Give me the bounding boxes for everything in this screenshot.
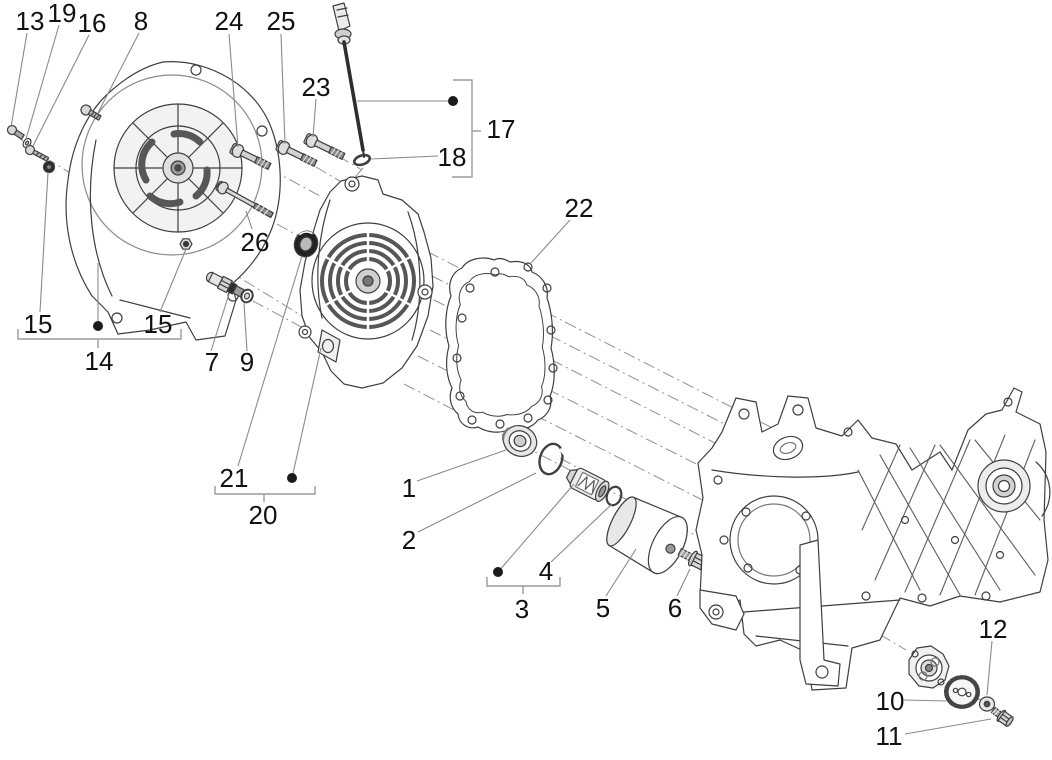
part-label-14: 14 bbox=[84, 346, 114, 376]
pump-sprocket-drawing bbox=[944, 675, 980, 709]
magneto-cover-drawing bbox=[298, 175, 434, 389]
dot-20 bbox=[287, 473, 297, 483]
oil-filter-5-drawing bbox=[606, 496, 688, 575]
gasket-holes bbox=[452, 262, 558, 429]
bracket-14 bbox=[17, 329, 182, 340]
gasket-22-drawing bbox=[445, 257, 558, 433]
dot-14 bbox=[93, 321, 103, 331]
part-label-25: 25 bbox=[266, 6, 296, 36]
screw-13-drawing bbox=[6, 124, 25, 140]
part-label-26: 26 bbox=[240, 227, 270, 257]
bracket-20 bbox=[214, 486, 316, 495]
fan-blades bbox=[138, 130, 211, 208]
part-label-21: 21 bbox=[219, 463, 249, 493]
fan-cover-drawing bbox=[65, 61, 281, 341]
part-label-10: 10 bbox=[875, 686, 905, 716]
washer-9-drawing bbox=[240, 288, 254, 304]
part-label-23: 23 bbox=[301, 72, 331, 102]
circlip-2-drawing bbox=[538, 442, 566, 476]
part-label-24: 24 bbox=[214, 6, 244, 36]
grommet-15-left-drawing bbox=[42, 160, 56, 174]
washer-12-drawing bbox=[978, 696, 996, 712]
dipstick-drawing bbox=[332, 2, 365, 158]
part-label-15-right: 15 bbox=[143, 309, 173, 339]
part-label-6: 6 bbox=[667, 593, 683, 623]
part-label-20: 20 bbox=[248, 500, 278, 530]
oil-pump-10-drawing bbox=[908, 645, 950, 689]
nut-15-right-drawing bbox=[179, 238, 193, 250]
part-label-7: 7 bbox=[204, 347, 220, 377]
o-ring-18-drawing bbox=[352, 153, 372, 167]
bracket-17 bbox=[452, 79, 473, 178]
bolt-11-drawing bbox=[990, 707, 1014, 727]
crankcase-drawing bbox=[695, 387, 1051, 691]
cover-fin-breaks bbox=[322, 229, 414, 333]
dot-3 bbox=[493, 567, 503, 577]
part-label-16: 16 bbox=[77, 8, 107, 38]
part-label-5: 5 bbox=[595, 593, 611, 623]
part-label-19: 19 bbox=[47, 0, 77, 28]
leader-lines bbox=[10, 24, 993, 735]
part-label-13: 13 bbox=[15, 6, 45, 36]
part-label-8: 8 bbox=[133, 6, 149, 36]
part-label-22: 22 bbox=[564, 193, 594, 223]
part-label-1: 1 bbox=[401, 473, 417, 503]
screw-8-drawing bbox=[80, 104, 102, 121]
part-label-11: 11 bbox=[875, 721, 903, 751]
dot-17 bbox=[448, 96, 458, 106]
part-label-4: 4 bbox=[538, 556, 554, 586]
stud-26-drawing bbox=[215, 180, 274, 219]
drawings bbox=[6, 2, 1051, 727]
group-brackets bbox=[17, 79, 561, 594]
reference-dots bbox=[93, 96, 503, 577]
filter-cover-plug-1-drawing bbox=[501, 425, 538, 457]
part-label-9: 9 bbox=[239, 347, 255, 377]
part-label-12: 12 bbox=[978, 614, 1008, 644]
part-label-2: 2 bbox=[401, 525, 417, 555]
screw-16-drawing bbox=[24, 144, 50, 162]
filter-insert-3-drawing bbox=[565, 467, 610, 502]
part-label-15-left: 15 bbox=[23, 309, 53, 339]
oil-seal-21-drawing bbox=[293, 230, 319, 258]
part-label-18: 18 bbox=[437, 142, 467, 172]
part-label-3: 3 bbox=[514, 594, 530, 624]
part-label-17: 17 bbox=[486, 114, 516, 144]
